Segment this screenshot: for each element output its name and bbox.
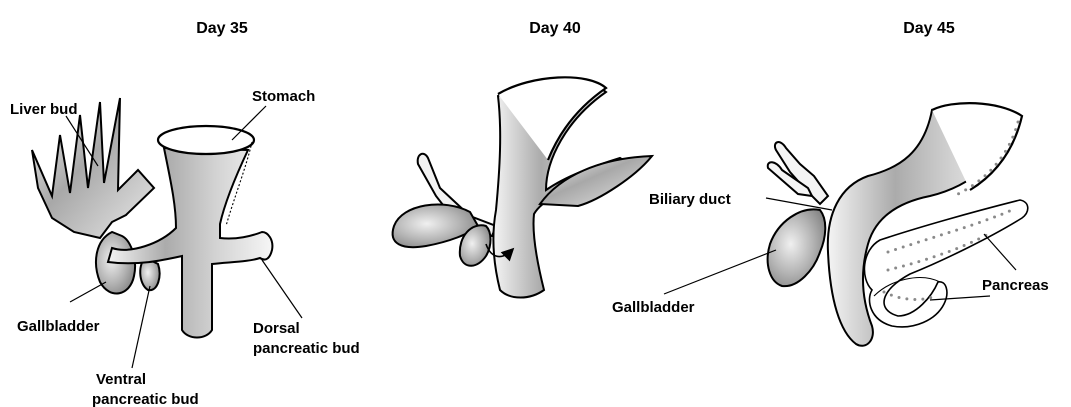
label-biliary-duct: Biliary duct <box>649 191 731 208</box>
panel-title-day-35: Day 35 <box>196 20 248 37</box>
liver-bud-shape <box>32 98 154 238</box>
panel-day-40: Day 40 <box>393 20 652 298</box>
panel-day-45: Day 45 Biliary duct Gallbladder Pancreas <box>612 20 1049 346</box>
label-ventral-line1: Ventral <box>96 371 146 388</box>
gallbladder-shape-day-45 <box>768 209 826 286</box>
label-gallbladder-day-35: Gallbladder <box>17 318 100 335</box>
label-ventral-line2: pancreatic bud <box>92 391 199 407</box>
label-stomach: Stomach <box>252 88 315 105</box>
pancreas-shape <box>864 200 1027 327</box>
dorsal-pancreatic-bud-day-40 <box>540 156 652 206</box>
stomach-opening-day-35 <box>158 126 254 154</box>
label-dorsal-line1: Dorsal <box>253 320 300 337</box>
panel-title-day-40: Day 40 <box>529 20 581 37</box>
panel-day-35: Day 35 Liver bud Stomach Gallbladder Ven… <box>10 20 360 407</box>
panel-title-day-45: Day 45 <box>903 20 955 37</box>
label-dorsal-line2: pancreatic bud <box>253 340 360 357</box>
label-pancreas: Pancreas <box>982 277 1049 294</box>
label-gallbladder-day-45: Gallbladder <box>612 299 695 316</box>
label-liver-bud: Liver bud <box>10 101 78 118</box>
